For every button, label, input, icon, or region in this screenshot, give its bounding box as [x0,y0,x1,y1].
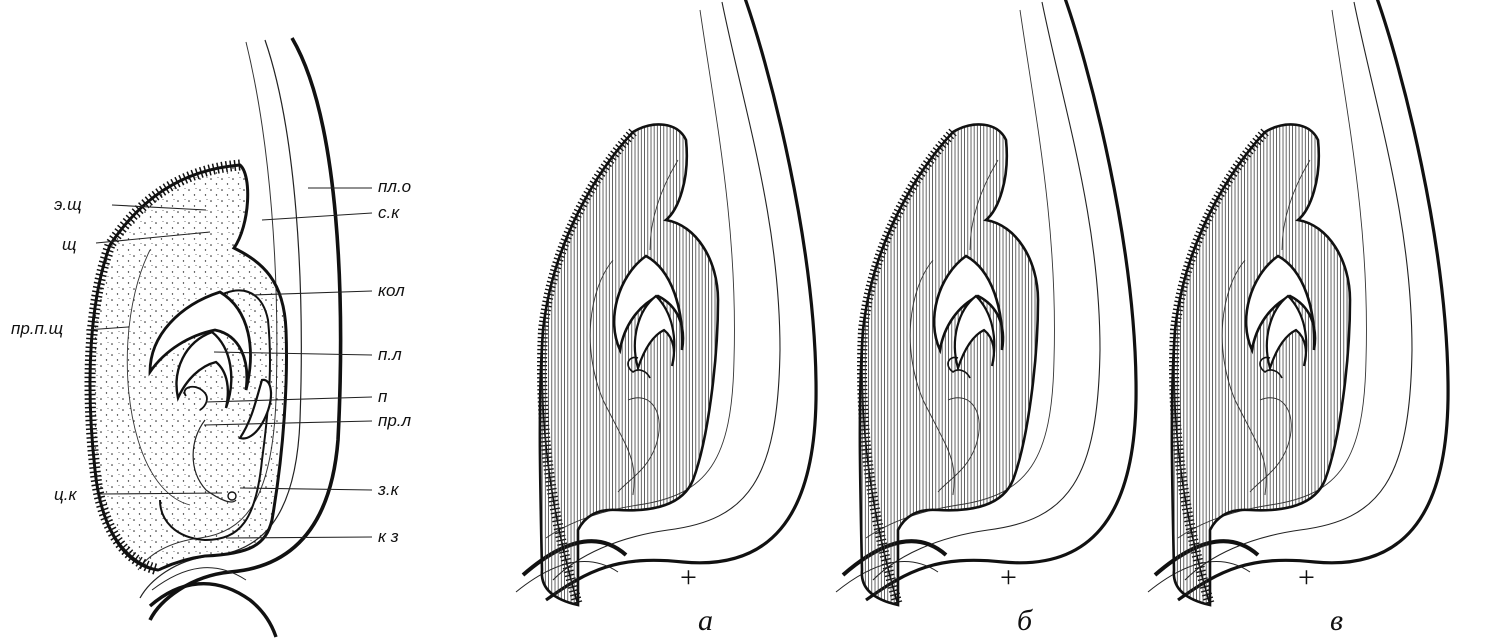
labeled-embryo-diagram: э.щ щ пр.п.щ ц.к пл.о с.к кол п.л п пр.л… [11,38,412,637]
label-pl-o: пл.о [378,177,411,196]
label-p-l: п.л [378,345,402,364]
panel-v-caption: в [1330,604,1343,637]
label-pr-l: пр.л [378,411,412,430]
label-z-k: з.к [377,480,400,499]
label-kol: кол [378,281,405,300]
central-cylinder [228,492,236,500]
base-bulge [150,584,276,637]
panel-v-plus-marker: + [1298,561,1315,594]
panel-a-caption: а [698,604,713,637]
label-pr-p-shch: пр.п.щ [11,319,63,338]
panel-a-specimen [516,0,816,605]
panel-b-caption: б [1017,604,1033,637]
panel-a: + а [516,0,816,637]
label-e-shch: э.щ [54,195,82,214]
label-ts-k: ц.к [54,485,77,504]
label-s-k: с.к [378,203,400,222]
panel-b-specimen [836,0,1136,605]
panel-b-plus-marker: + [1000,561,1017,594]
leader-s-k [262,213,372,220]
label-shch: щ [62,235,76,254]
label-k-z: к з [378,527,399,546]
panel-a-plus-marker: + [680,561,697,594]
label-p: п [378,387,388,406]
panel-v: + в [1148,0,1448,637]
panel-b: + б [836,0,1136,637]
panel-v-specimen [1148,0,1448,605]
